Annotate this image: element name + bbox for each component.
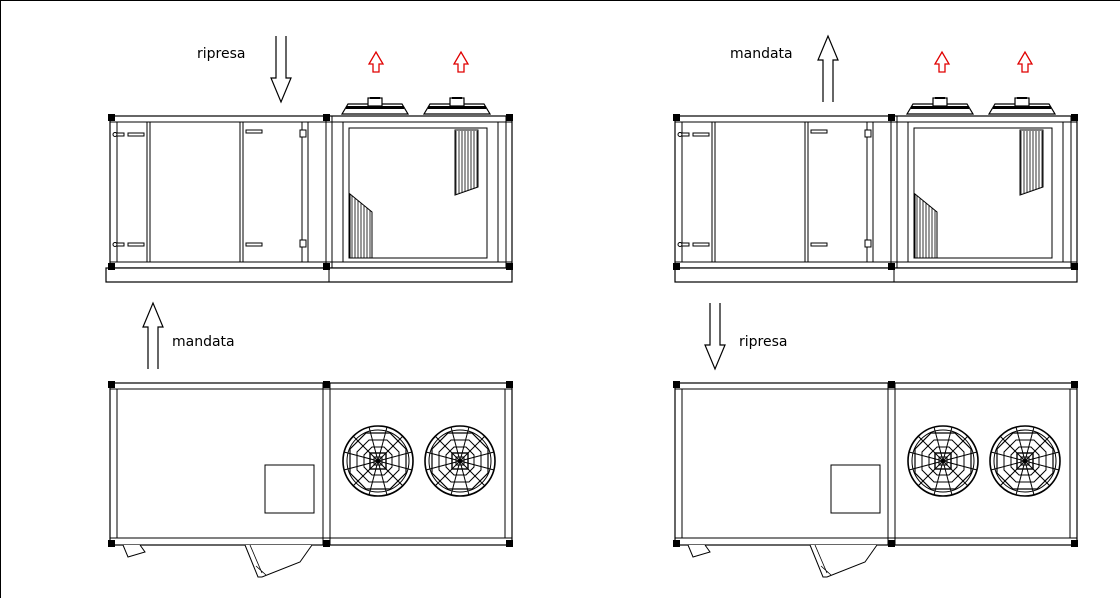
return-air-arrow-icon	[704, 302, 726, 370]
supply-air-arrow-icon	[142, 302, 164, 370]
exhaust-arrow-icon	[453, 51, 469, 73]
return-air-arrow-icon	[270, 35, 292, 103]
exhaust-arrow-icon	[1017, 51, 1033, 73]
exhaust-arrow-icon	[368, 51, 384, 73]
roof-fan-icon	[423, 97, 491, 115]
roof-fan-icon	[341, 97, 409, 115]
access-panel	[830, 464, 881, 514]
left-bottom-arrow-label: mandata	[172, 334, 235, 350]
right-config: mandata ripresa	[673, 35, 1078, 578]
left-top-unit	[105, 97, 513, 283]
right-top-arrow-label: mandata	[730, 46, 793, 62]
damper-hatch	[349, 129, 479, 259]
supply-air-arrow-icon	[817, 35, 839, 103]
right-bottom-unit	[673, 381, 1078, 578]
left-bottom-unit	[108, 381, 513, 578]
roof-fan-icon	[906, 97, 974, 115]
left-config: ripresa mandata	[105, 35, 513, 578]
access-panel	[264, 464, 315, 514]
right-bottom-arrow-label: ripresa	[739, 334, 787, 350]
roof-fan-icon	[988, 97, 1056, 115]
left-top-arrow-label: ripresa	[197, 46, 245, 62]
damper-hatch	[914, 129, 1044, 259]
right-top-unit	[673, 97, 1078, 283]
exhaust-arrow-icon	[934, 51, 950, 73]
